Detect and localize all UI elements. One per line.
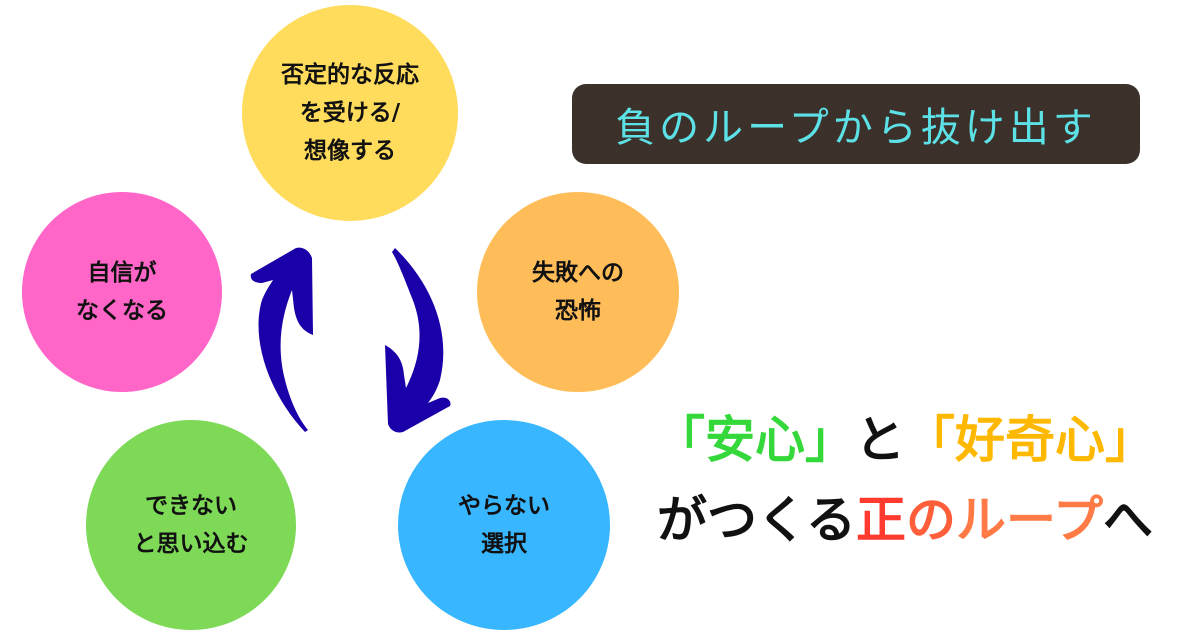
tagline-line-1: 「安心」と「好奇心」 (620, 400, 1190, 480)
node-label: 否定的な反応 を受ける/ 想像する (281, 62, 419, 164)
tagline-he: へ (1103, 491, 1153, 549)
node-label: 自信が なくなる (76, 260, 168, 324)
cycle-node-negative-reaction: 否定的な反応 を受ける/ 想像する (242, 5, 458, 221)
tagline-koukishin: 「好奇心」 (905, 411, 1155, 469)
down-arrow-icon (385, 248, 451, 433)
node-label: できない と思い込む (133, 493, 249, 557)
tagline-to: と (855, 411, 905, 469)
up-arrow-icon (250, 247, 313, 432)
tagline-loop: ループ (956, 491, 1103, 549)
cycle-node-fear-of-failure: 失敗への 恐怖 (477, 192, 679, 392)
tagline-anshin: 「安心」 (655, 411, 855, 469)
title-banner: 負のループから抜け出す (572, 84, 1140, 164)
node-label: やらない 選択 (458, 493, 550, 557)
tagline: 「安心」と「好奇心」 がつくる正のループへ (620, 400, 1190, 560)
tagline-ga-tsukuru: がつくる (657, 491, 856, 549)
cycle-node-choose-not-to-act: やらない 選択 (398, 420, 610, 630)
tagline-line-2: がつくる正のループへ (620, 480, 1190, 560)
cycle-node-lose-confidence: 自信が なくなる (22, 192, 222, 392)
tagline-sei: 正 (856, 491, 906, 549)
node-label: 失敗への 恐怖 (532, 260, 624, 324)
tagline-no: の (906, 491, 956, 549)
cycle-node-believe-cannot: できない と思い込む (86, 420, 296, 630)
title-text: 負のループから抜け出す (615, 105, 1097, 151)
